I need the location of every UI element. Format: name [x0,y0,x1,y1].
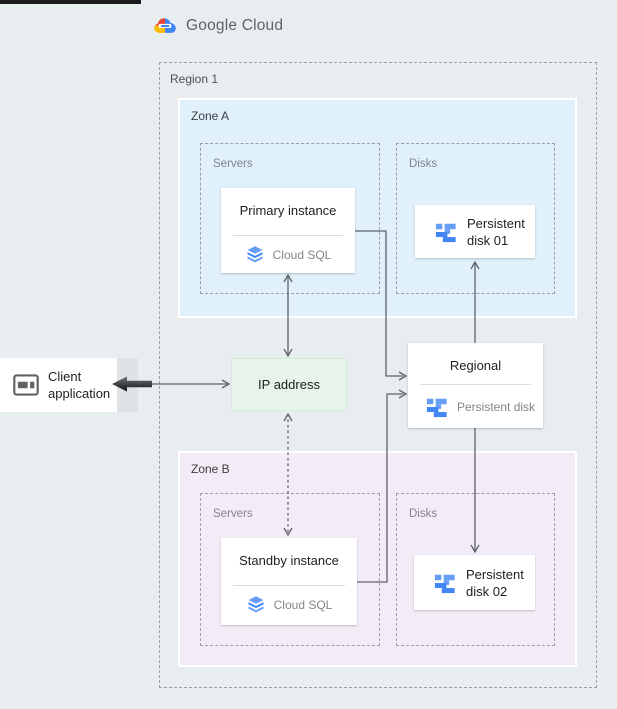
cloud-sql-icon [245,245,265,265]
ip-address-label: IP address [258,377,320,392]
divider [420,384,531,385]
zone-a-servers-container: Servers [200,143,380,294]
divider [233,585,345,586]
persistent-disk-icon [426,396,448,418]
regional-service-label: Persistent disk [457,400,536,414]
persistent-disk-icon [434,572,456,594]
regional-disk-card: Regional Persistent disk [408,343,543,428]
persistent-disk-01-title: Persistent disk 01 [467,215,525,248]
region-container: Region 1 [159,62,597,688]
persistent-disk-01-card: Persistent disk 01 [415,205,535,258]
google-cloud-icon [154,18,176,33]
zone-b-label: Zone B [191,462,230,476]
persistent-disk-02-title: Persistent disk 02 [466,566,524,599]
client-application-title: Client application [48,369,111,401]
client-application-icon [13,374,39,396]
zone-a-servers-label: Servers [213,158,253,170]
zone-a-label: Zone A [191,109,230,123]
persistent-disk-icon [435,221,457,243]
window-top-bar [0,0,141,4]
zone-b-servers-label: Servers [213,508,253,520]
client-card-edge-strip [117,358,138,412]
logo-wordmark: Google Cloud [186,16,284,34]
cloud-sql-icon [246,595,266,615]
primary-service-label: Cloud SQL [272,248,332,262]
primary-instance-card: Primary instance Cloud SQL [221,188,355,273]
zone-b-disks-label: Disks [409,508,438,520]
standby-instance-card: Standby instance Cloud SQL [221,538,357,625]
region-label: Region 1 [170,72,219,86]
persistent-disk-02-card: Persistent disk 02 [414,555,535,610]
divider [233,235,343,236]
standby-instance-title: Standby instance [239,553,339,568]
regional-card-title: Regional [449,358,502,373]
zone-a-disks-label: Disks [409,158,438,170]
standby-service-label: Cloud SQL [273,598,333,612]
google-cloud-logo: Google Cloud [152,16,283,35]
client-application-card: Client application [0,358,117,412]
primary-instance-title: Primary instance [239,203,337,218]
ip-address-box: IP address [231,358,347,411]
